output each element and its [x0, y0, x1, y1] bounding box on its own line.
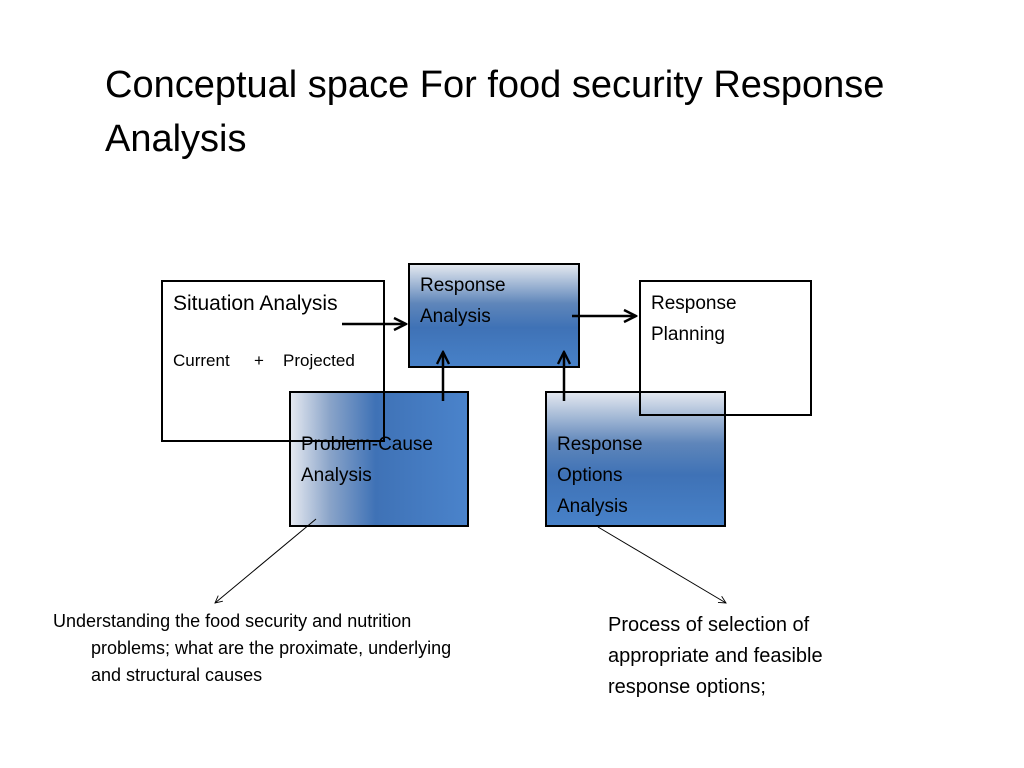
response-options-note: Process of selection of appropriate and … — [608, 614, 823, 698]
situation-analysis-box — [161, 280, 385, 442]
response-options-analysis-box — [545, 391, 726, 527]
response-options-analysis-label: Response Options Analysis — [557, 434, 643, 517]
situation-analysis-label: Situation Analysis — [173, 292, 338, 315]
problem-cause-analysis-box — [289, 391, 469, 527]
pointer-to-left-note — [215, 518, 317, 603]
response-planning-label: Response Planning — [651, 293, 737, 345]
response-planning-box — [639, 280, 812, 416]
situation-current-label: Current — [173, 351, 230, 370]
pointer-to-right-note — [597, 526, 726, 603]
problem-cause-analysis-label: Problem-Cause Analysis — [301, 434, 433, 486]
problem-cause-note: Understanding the food security and nutr… — [53, 611, 452, 685]
slide-title: Conceptual space For food security Respo… — [105, 64, 885, 160]
situation-plus-label: + — [254, 351, 264, 370]
situation-projected-label: Projected — [283, 351, 355, 370]
response-analysis-label: Response Analysis — [420, 275, 506, 327]
